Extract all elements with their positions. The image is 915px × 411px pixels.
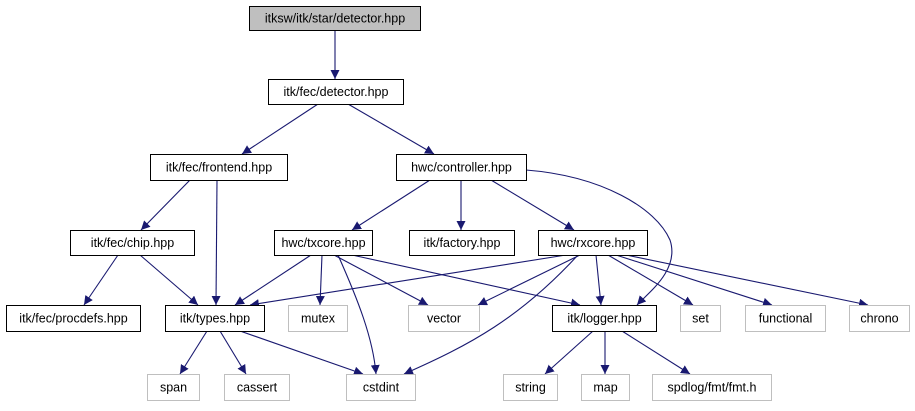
node-box: [346, 374, 416, 401]
edge-txcore-to-logger: [351, 254, 581, 308]
node-box: [165, 305, 265, 332]
edge-frontend-to-chip: [140, 179, 191, 231]
node-label: spdlog/fmt/fmt.h: [668, 381, 757, 395]
edge-rxcore-to-set: [607, 254, 694, 306]
node-label: itk/fec/chip.hpp: [91, 236, 174, 250]
edge-chip-to-types: [139, 254, 199, 306]
node-factory[interactable]: itk/factory.hpp: [409, 230, 515, 256]
edge-rxcore-to-functional: [615, 254, 773, 307]
node-box: [147, 374, 200, 401]
node-chrono: chrono: [849, 305, 910, 332]
node-label: itksw/itk/star/detector.hpp: [265, 12, 405, 26]
node-box: [6, 305, 141, 332]
node-string: string: [503, 374, 558, 401]
node-label: hwc/controller.hpp: [411, 161, 512, 175]
node-label: string: [515, 381, 546, 395]
node-cstdint: cstdint: [346, 374, 416, 401]
node-set: set: [680, 305, 721, 332]
edge-types-to-cassert: [219, 330, 247, 375]
node-mutex: mutex: [288, 305, 348, 332]
node-label: span: [160, 381, 187, 395]
node-box: [538, 230, 648, 256]
node-box: [224, 374, 290, 401]
node-box: [70, 230, 195, 256]
node-box: [268, 79, 404, 105]
node-box: [274, 230, 373, 256]
node-layer: itksw/itk/star/detector.hpp itk/fec/detec…: [6, 6, 910, 401]
node-box: [680, 305, 721, 332]
node-label: mutex: [301, 312, 336, 326]
node-fec_detector[interactable]: itk/fec/detector.hpp: [268, 79, 404, 105]
node-procdefs[interactable]: itk/fec/procdefs.hpp: [6, 305, 141, 332]
node-box: [396, 154, 527, 181]
node-box: [652, 374, 772, 401]
node-label: itk/types.hpp: [180, 312, 250, 326]
node-rxcore[interactable]: hwc/rxcore.hpp: [538, 230, 648, 256]
node-box: [249, 6, 421, 31]
edge-frontend-to-types: [211, 179, 221, 306]
node-box: [849, 305, 910, 332]
node-label: itk/fec/procdefs.hpp: [19, 312, 127, 326]
edge-rxcore-to-types: [249, 254, 567, 309]
node-label: itk/fec/frontend.hpp: [166, 161, 272, 175]
node-txcore[interactable]: hwc/txcore.hpp: [274, 230, 373, 256]
node-label: set: [692, 312, 709, 326]
node-box: [503, 374, 558, 401]
node-label: vector: [427, 312, 461, 326]
edge-fec_detector-to-controller: [347, 103, 435, 155]
edge-types-to-cstdint: [239, 330, 364, 376]
node-box: [150, 154, 288, 181]
edge-logger-to-string: [544, 330, 594, 375]
node-box: [745, 305, 826, 332]
edge-chip-to-procdefs: [83, 254, 119, 306]
edge-logger-to-fmt: [621, 330, 691, 375]
node-label: map: [593, 381, 617, 395]
edge-rxcore-to-vector: [477, 254, 581, 306]
node-box: [409, 230, 515, 256]
node-label: itk/logger.hpp: [567, 312, 641, 326]
node-star_detector[interactable]: itksw/itk/star/detector.hpp: [249, 6, 421, 31]
node-fmt: spdlog/fmt/fmt.h: [652, 374, 772, 401]
node-label: itk/factory.hpp: [424, 236, 501, 250]
node-label: chrono: [860, 312, 898, 326]
edge-controller-to-txcore: [351, 179, 431, 231]
node-label: functional: [759, 312, 813, 326]
node-box: [408, 305, 480, 332]
edge-rxcore-to-cstdint: [403, 254, 579, 375]
node-functional: functional: [745, 305, 826, 332]
edge-txcore-to-cstdint: [337, 254, 380, 375]
node-cassert: cassert: [224, 374, 290, 401]
node-label: hwc/txcore.hpp: [281, 236, 365, 250]
node-label: cstdint: [363, 381, 400, 395]
node-logger[interactable]: itk/logger.hpp: [552, 305, 657, 332]
node-chip[interactable]: itk/fec/chip.hpp: [70, 230, 195, 256]
node-box: [288, 305, 348, 332]
node-frontend[interactable]: itk/fec/frontend.hpp: [150, 154, 288, 181]
node-vector: vector: [408, 305, 480, 332]
edge-txcore-to-types: [234, 254, 312, 306]
edge-layer: [83, 30, 869, 376]
node-map: map: [581, 374, 630, 401]
node-label: cassert: [237, 381, 278, 395]
node-types[interactable]: itk/types.hpp: [165, 305, 265, 332]
node-label: itk/fec/detector.hpp: [284, 85, 389, 99]
edge-rxcore-to-logger: [595, 254, 605, 306]
edge-txcore-to-vector: [333, 254, 429, 306]
node-span: span: [147, 374, 200, 401]
edge-rxcore-to-chrono: [625, 254, 869, 308]
node-box: [581, 374, 630, 401]
node-box: [552, 305, 657, 332]
edge-fec_detector-to-frontend: [241, 103, 319, 155]
node-label: hwc/rxcore.hpp: [551, 236, 636, 250]
edge-types-to-span: [179, 330, 208, 375]
edge-txcore-to-mutex: [315, 254, 325, 306]
node-controller[interactable]: hwc/controller.hpp: [396, 154, 527, 181]
edge-controller-to-logger: [525, 169, 673, 306]
edge-controller-to-rxcore: [490, 179, 575, 231]
